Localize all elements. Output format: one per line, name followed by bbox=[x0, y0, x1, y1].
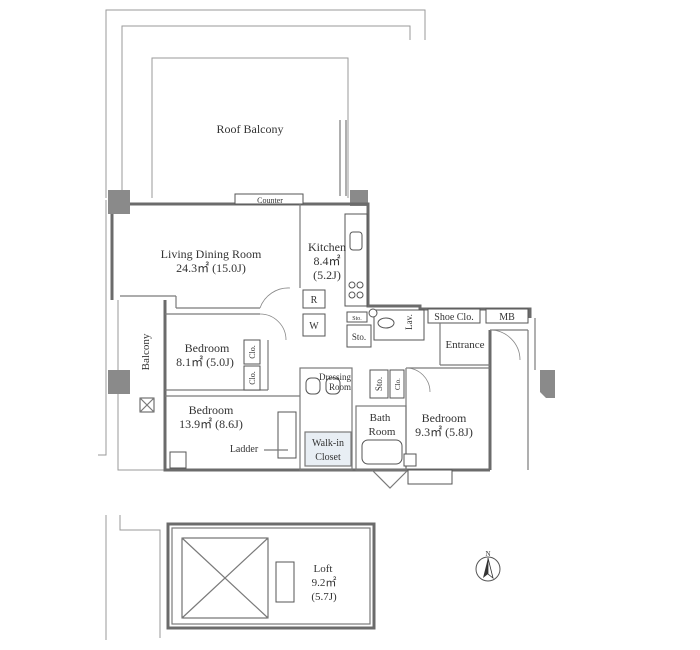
toilet-icon bbox=[368, 308, 378, 318]
storage-small bbox=[346, 311, 368, 323]
closet-1b-label: Clo. bbox=[248, 371, 257, 385]
stove-burner-icon bbox=[356, 291, 364, 299]
north-label: N bbox=[485, 550, 490, 558]
meter-box bbox=[485, 308, 529, 324]
storage-hall-label: Sto. bbox=[352, 332, 366, 342]
kitchen-counter bbox=[344, 213, 368, 307]
entrance bbox=[439, 323, 521, 366]
walk-in-closet bbox=[305, 432, 351, 466]
counter-label: Counter bbox=[257, 196, 283, 205]
refrigerator bbox=[302, 289, 326, 309]
bedroom-3 bbox=[403, 367, 490, 485]
stove-burner-icon bbox=[348, 291, 356, 299]
walk-in-closet-label-2: Closet bbox=[315, 452, 341, 463]
closet-1a-label: Clo. bbox=[248, 345, 257, 359]
bedroom-3-label: Bedroom bbox=[422, 411, 467, 425]
balcony-label: Balcony bbox=[140, 333, 152, 370]
closet-dress bbox=[389, 369, 405, 399]
kitchen bbox=[344, 213, 368, 307]
basin-icon bbox=[325, 377, 341, 395]
washer bbox=[302, 313, 326, 337]
bedroom-1-area: 8.1㎡ (5.0J) bbox=[176, 355, 234, 369]
living-dining-room bbox=[120, 204, 301, 309]
lavatory-label: Lav. bbox=[404, 314, 414, 330]
sink-icon bbox=[349, 231, 363, 251]
closet-dress-label: Clo. bbox=[394, 378, 402, 390]
loft-outline bbox=[105, 515, 376, 640]
walk-in-closet-label-1: Walk-in bbox=[312, 438, 344, 449]
dressing-room-label-1: Dressing bbox=[319, 372, 351, 382]
stove-burner-icon bbox=[356, 281, 364, 289]
bedroom-1 bbox=[165, 313, 287, 391]
toilet-bowl-icon bbox=[377, 317, 395, 329]
living-dining-label: Living Dining Room bbox=[161, 247, 262, 261]
kitchen-area-j: (5.2J) bbox=[313, 268, 341, 282]
refrigerator-label: R bbox=[311, 295, 318, 306]
meter-box-label: MB bbox=[499, 312, 515, 323]
storage-hall bbox=[346, 324, 372, 348]
roof-balcony-label: Roof Balcony bbox=[217, 122, 284, 136]
bath-room-label-1: Bath bbox=[370, 412, 391, 424]
storage-dress-label: Sto. bbox=[374, 377, 384, 391]
shoe-closet-label: Shoe Clo. bbox=[434, 312, 473, 323]
counter bbox=[234, 193, 304, 205]
loft-area-m2: 9.2㎡ bbox=[312, 576, 337, 589]
loft-area-j: (5.7J) bbox=[311, 591, 337, 603]
dressing-room bbox=[299, 367, 405, 471]
shoe-closet bbox=[427, 308, 481, 324]
pillar bbox=[350, 190, 368, 206]
dressing-room-label-2: Room bbox=[329, 382, 351, 392]
bedroom-3-area: 9.3㎡ (5.8J) bbox=[415, 425, 473, 439]
bedroom-2-label: Bedroom bbox=[189, 403, 234, 417]
north-arrow-icon bbox=[475, 556, 501, 582]
closet-1b bbox=[243, 365, 261, 391]
loft-ladder-hatch bbox=[275, 561, 295, 603]
balcony-outline bbox=[98, 200, 168, 471]
entrance-label: Entrance bbox=[445, 339, 484, 351]
vent-icon bbox=[403, 453, 417, 467]
roof-balcony-outline bbox=[105, 9, 426, 198]
ladder-label: Ladder bbox=[230, 444, 259, 455]
storage-dress bbox=[369, 369, 389, 399]
living-dining-area: 24.3㎡ (15.0J) bbox=[176, 261, 246, 275]
bath-room bbox=[355, 405, 409, 489]
bedroom-1-label: Bedroom bbox=[185, 341, 230, 355]
pillar bbox=[540, 370, 555, 398]
pillar bbox=[108, 370, 130, 394]
vent-icon bbox=[169, 451, 187, 469]
washer-label: W bbox=[309, 321, 319, 332]
stove-burner-icon bbox=[348, 281, 356, 289]
bathtub-icon bbox=[361, 439, 403, 465]
ladder bbox=[277, 411, 297, 459]
loft-label: Loft bbox=[314, 563, 333, 575]
bedroom-2-area: 13.9㎡ (8.6J) bbox=[179, 417, 243, 431]
storage-small-label: Sto. bbox=[352, 316, 362, 322]
basin-icon bbox=[305, 377, 321, 395]
bedroom-3-window-box bbox=[407, 469, 453, 485]
closet-1a bbox=[243, 339, 261, 365]
lavatory bbox=[368, 308, 425, 341]
pillar bbox=[108, 190, 130, 214]
kitchen-label: Kitchen bbox=[308, 240, 346, 254]
bath-room-label-2: Room bbox=[369, 426, 396, 438]
kitchen-area-m2: 8.4㎡ bbox=[313, 254, 340, 268]
bedroom-2 bbox=[165, 395, 300, 469]
